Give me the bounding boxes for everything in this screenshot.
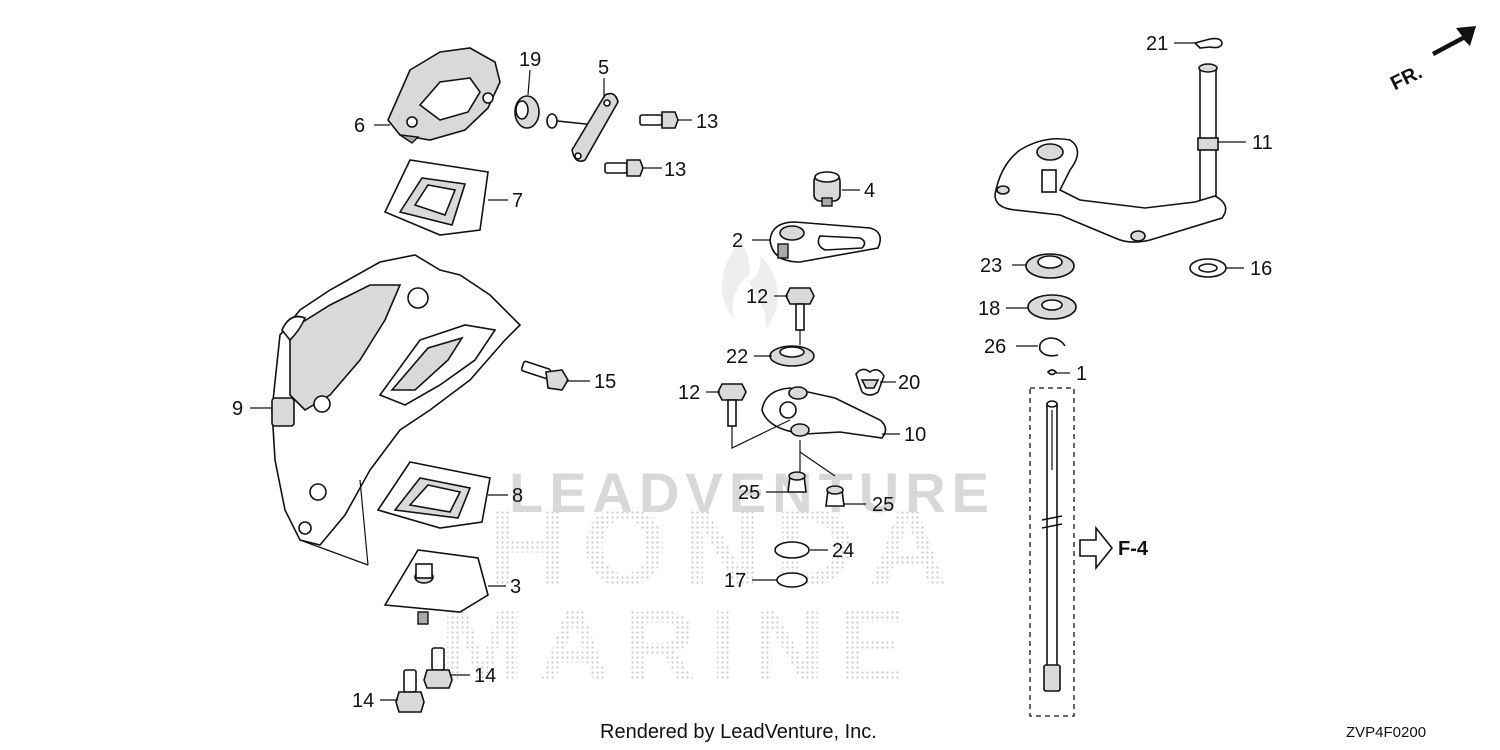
diagram-code: ZVP4F0200 [1346, 724, 1426, 741]
callout-8: 8 [512, 485, 523, 507]
part-10-arm [761, 386, 887, 439]
callout-23: 23 [980, 255, 1002, 277]
callout-5: 5 [598, 57, 609, 79]
callout-2: 2 [732, 230, 743, 252]
callout-19: 19 [519, 49, 541, 71]
part-13-bolt-upper [639, 111, 679, 129]
part-25-collar-left [787, 471, 807, 493]
front-direction-label: FR. [1387, 61, 1426, 95]
callout-13-upper: 13 [696, 111, 718, 133]
part-17-oring [776, 572, 808, 588]
callout-labels: 6 19 5 13 13 7 9 15 8 3 14 14 4 2 12 22 … [232, 33, 1273, 712]
part-8-plate [376, 461, 491, 529]
part-25-collar-right [825, 485, 845, 507]
callout-12-upper: 12 [746, 286, 768, 308]
callout-21: 21 [1146, 33, 1168, 55]
callout-22: 22 [726, 346, 748, 368]
part-1-clip [1046, 369, 1058, 376]
reference-arrow-icon [1079, 525, 1114, 571]
part-13-bolt-lower [604, 159, 644, 177]
part-15-bolt [520, 360, 569, 391]
reference-label: F-4 [1118, 538, 1149, 560]
part-11-shaft-arm [994, 63, 1227, 243]
part-3-plate [383, 549, 489, 625]
part-6-bracket [387, 47, 501, 144]
part-14-bolt-right [423, 647, 453, 689]
callout-3: 3 [510, 576, 521, 598]
callout-25-right: 25 [872, 494, 894, 516]
part-14-bolt-left [395, 669, 425, 713]
part-16-washer [1189, 258, 1227, 278]
part-19-collar [514, 95, 540, 129]
callout-24: 24 [832, 540, 854, 562]
watermark: LEADVENTURE HONDA MARINE [441, 240, 995, 702]
callout-17: 17 [724, 570, 746, 592]
part-26-snap-ring [1038, 337, 1066, 357]
callout-6: 6 [354, 115, 365, 137]
part-7-plate [383, 159, 489, 236]
callout-14-right: 14 [474, 665, 496, 687]
part-2-link [769, 221, 881, 263]
part-18-washer [1027, 294, 1077, 320]
watermark-leadventure: LEADVENTURE [509, 461, 995, 524]
callout-leaders [250, 42, 1246, 701]
callout-7: 7 [512, 190, 523, 212]
part-5-pin-plate [546, 92, 619, 163]
callout-26: 26 [984, 336, 1006, 358]
part-24-oring [774, 541, 810, 559]
front-direction-arrow-icon [1432, 26, 1476, 56]
callout-11: 11 [1252, 132, 1273, 154]
callout-1: 1 [1076, 363, 1087, 385]
callout-16: 16 [1250, 258, 1272, 280]
watermark-marine: MARINE [441, 590, 919, 702]
watermark-honda: HONDA [488, 486, 961, 609]
part-23-bushing [1025, 253, 1075, 279]
callout-18: 18 [978, 298, 1000, 320]
middle-leader-lines [731, 330, 836, 477]
footer-credit: Rendered by LeadVenture, Inc. [600, 721, 877, 743]
part-4-bushing [813, 171, 841, 207]
watermark-flame-logo [721, 240, 778, 330]
callout-15: 15 [594, 371, 616, 393]
callout-14-left: 14 [352, 690, 374, 712]
part-22-washer [769, 345, 815, 367]
shaft-reference-box [1029, 387, 1075, 717]
part-20-clip [855, 368, 885, 396]
part-9-cover [271, 254, 522, 566]
callout-25-left: 25 [738, 482, 760, 504]
part-12-bolt-upper [785, 287, 815, 331]
callout-9: 9 [232, 398, 243, 420]
callout-10: 10 [904, 424, 926, 446]
callout-20: 20 [898, 372, 920, 394]
callout-13-lower: 13 [664, 159, 686, 181]
part-12-bolt-lower [717, 383, 747, 427]
part-21-cotter-pin [1193, 37, 1223, 49]
callout-12-lower: 12 [678, 382, 700, 404]
callout-4: 4 [864, 180, 875, 202]
